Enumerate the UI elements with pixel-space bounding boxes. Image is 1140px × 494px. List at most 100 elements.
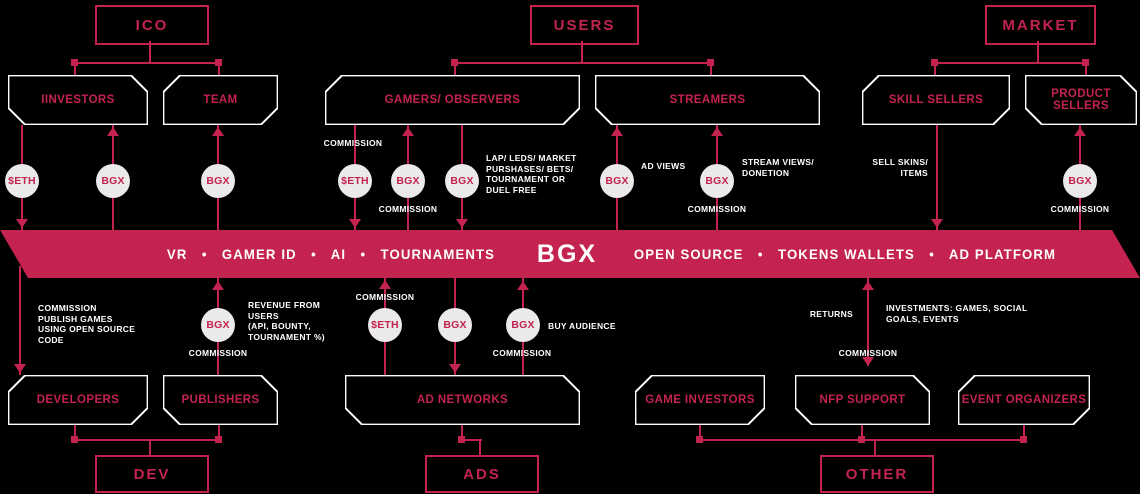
- node-streamers-label: STREAMERS: [596, 76, 818, 123]
- node-developers-label: DEVELOPERS: [9, 376, 146, 423]
- token-bgx-badge: BGX: [445, 164, 479, 198]
- connector-line: [1037, 41, 1039, 62]
- node-ico-label: ICO: [135, 16, 169, 34]
- flow-line: [936, 125, 938, 230]
- connector-line: [874, 441, 876, 455]
- node-ad-networks-label: AD NETWORKS: [346, 376, 578, 423]
- connector-line: [149, 41, 151, 62]
- arrow-down-icon: [862, 357, 874, 366]
- node-event-organizers: EVENT ORGANIZERS: [958, 375, 1090, 425]
- junction-node: [458, 436, 465, 443]
- node-streamers: STREAMERS: [595, 75, 820, 125]
- node-users: USERS: [530, 5, 639, 45]
- node-event-organizers-label: EVENT ORGANIZERS: [959, 376, 1088, 423]
- token-bgx-badge: BGX: [1063, 164, 1097, 198]
- arrow-up-icon: [517, 281, 529, 290]
- flow-label-commission: COMMISSION: [378, 204, 438, 214]
- node-dev: DEV: [95, 455, 209, 493]
- node-product-sellers: PRODUCT SELLERS: [1025, 75, 1137, 125]
- node-investors-label: IINVESTORS: [9, 76, 146, 123]
- node-skill-sellers: SKILL SELLERS: [862, 75, 1010, 125]
- node-publishers-label: PUBLISHERS: [164, 376, 276, 423]
- connector-line: [934, 62, 1087, 64]
- token-bgx-badge: BGX: [438, 308, 472, 342]
- connector-line: [461, 425, 463, 439]
- node-other-label: OTHER: [845, 465, 909, 483]
- band-right-features: OPEN SOURCE • TOKENS WALLETS • AD PLATFO…: [633, 246, 1057, 262]
- node-nfp-support-label: NFP SUPPORT: [796, 376, 928, 423]
- junction-node: [1020, 436, 1027, 443]
- junction-node: [1082, 59, 1089, 66]
- node-ads: ADS: [425, 455, 539, 493]
- junction-node: [931, 59, 938, 66]
- node-game-investors: GAME INVESTORS: [635, 375, 765, 425]
- connector-line: [218, 425, 220, 439]
- junction-node: [215, 59, 222, 66]
- connector-line: [454, 64, 456, 75]
- node-team: TEAM: [163, 75, 278, 125]
- node-publishers: PUBLISHERS: [163, 375, 278, 425]
- band-left-features: VR • GAMER ID • AI • TOURNAMENTS: [166, 246, 496, 262]
- node-ads-label: ADS: [463, 465, 501, 483]
- token-bgx-badge: BGX: [506, 308, 540, 342]
- flow-label-commission: COMMISSION: [1050, 204, 1110, 214]
- arrow-up-icon: [1074, 127, 1086, 136]
- flow-line: [867, 278, 869, 366]
- token-eth-badge: $ETH: [368, 308, 402, 342]
- token-bgx-badge: BGX: [700, 164, 734, 198]
- connector-line: [581, 41, 583, 62]
- node-gamers-observers-label: GAMERS/ OBSERVERS: [326, 76, 578, 123]
- token-bgx-badge: BGX: [201, 164, 235, 198]
- flow-label-revenue: REVENUE FROM USERS (API, BOUNTY, TOURNAM…: [248, 300, 325, 342]
- flow-label-buy-audience: BUY AUDIENCE: [548, 321, 616, 331]
- connector-line: [710, 64, 712, 75]
- node-team-label: TEAM: [164, 76, 276, 123]
- node-market: MARKET: [985, 5, 1096, 45]
- flow-label-commission: COMMISSION: [323, 138, 383, 148]
- connector-line: [218, 64, 220, 75]
- flow-label-commission: COMMISSION: [188, 348, 248, 358]
- arrow-down-icon: [16, 219, 28, 228]
- node-other: OTHER: [820, 455, 934, 493]
- flow-label-sell-skins: SELL SKINS/ ITEMS: [872, 157, 928, 178]
- arrow-down-icon: [456, 219, 468, 228]
- flow-label-publish-games: COMMISSION PUBLISH GAMES USING OPEN SOUR…: [38, 303, 136, 345]
- junction-node: [71, 59, 78, 66]
- node-gamers-observers: GAMERS/ OBSERVERS: [325, 75, 580, 125]
- flow-label-ad-views: AD VIEWS: [641, 161, 686, 171]
- junction-node: [696, 436, 703, 443]
- token-eth-badge: $ETH: [338, 164, 372, 198]
- node-developers: DEVELOPERS: [8, 375, 148, 425]
- connector-line: [74, 62, 220, 64]
- arrow-up-icon: [402, 127, 414, 136]
- node-ico: ICO: [95, 5, 209, 45]
- arrow-up-icon: [212, 281, 224, 290]
- junction-node: [71, 436, 78, 443]
- flow-label-purchases: LAP/ LEDS/ MARKET PURSHASES/ BETS/ TOURN…: [486, 153, 577, 195]
- arrow-up-icon: [212, 127, 224, 136]
- arrow-down-icon: [14, 364, 26, 373]
- token-bgx-badge: BGX: [600, 164, 634, 198]
- node-ad-networks: AD NETWORKS: [345, 375, 580, 425]
- connector-line: [699, 425, 701, 439]
- token-bgx-badge: BGX: [96, 164, 130, 198]
- arrow-up-icon: [107, 127, 119, 136]
- arrow-up-icon: [379, 280, 391, 289]
- flow-label-commission: COMMISSION: [838, 348, 898, 358]
- flow-label-commission: COMMISSION: [355, 292, 415, 302]
- token-bgx-badge: BGX: [391, 164, 425, 198]
- connector-line: [74, 425, 76, 439]
- node-users-label: USERS: [553, 16, 616, 34]
- arrow-up-icon: [862, 281, 874, 290]
- arrow-up-icon: [711, 127, 723, 136]
- junction-node: [858, 436, 865, 443]
- flow-label-commission: COMMISSION: [687, 204, 747, 214]
- flow-label-stream-views: STREAM VIEWS/ DONETION: [742, 157, 814, 178]
- token-bgx-badge: BGX: [201, 308, 235, 342]
- connector-line: [74, 439, 220, 441]
- junction-node: [451, 59, 458, 66]
- flow-label-returns: RETURNS: [809, 309, 853, 319]
- junction-node: [215, 436, 222, 443]
- connector-line: [1023, 425, 1025, 439]
